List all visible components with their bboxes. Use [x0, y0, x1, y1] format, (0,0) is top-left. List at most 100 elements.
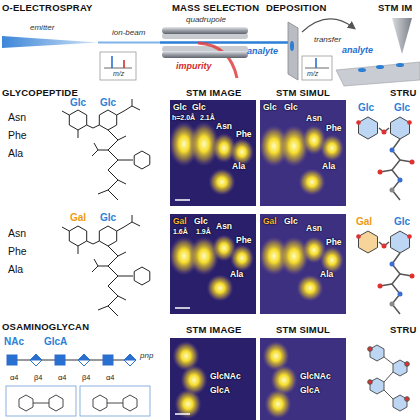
panel-label: 1.6Å	[173, 228, 188, 236]
molecule-blob	[209, 169, 236, 196]
label-text: Gal	[356, 216, 372, 227]
molecule-blob	[320, 135, 344, 162]
sugar-ring-structure	[356, 117, 412, 253]
molecule-blob	[299, 169, 326, 196]
label-text: Glc	[100, 212, 116, 223]
panel-label: Gal	[263, 217, 277, 226]
label-text: O-ELECTROSPRAY	[2, 3, 93, 13]
stm-blobs	[260, 214, 346, 314]
panel-label: Phe	[326, 238, 342, 247]
label-text: Ala	[8, 148, 23, 160]
panel-label: Glc	[284, 217, 298, 226]
label-text: Gal	[70, 212, 86, 223]
stm-panel: GlcNAcGlcA	[170, 338, 256, 420]
label-text: Glc	[70, 97, 86, 108]
glycan-3d-structure	[368, 345, 410, 411]
quadrupole-symbol	[160, 27, 288, 78]
panel-label: Asn	[306, 224, 322, 233]
panel-label: GlcNAc	[300, 372, 331, 381]
panel-label: GlcA	[210, 386, 230, 395]
panel-label: Ala	[230, 270, 243, 279]
label-text: STRU	[390, 325, 417, 335]
label-text: MASS SELECTION	[172, 3, 259, 13]
panel-label: GlcNAc	[210, 372, 241, 381]
label-text: STM SIMUL	[276, 325, 330, 335]
panel-label: Glc	[192, 103, 206, 112]
panel-label: Phe	[236, 236, 252, 245]
panel-label: Ala	[232, 162, 245, 171]
panel-label: Ala	[320, 270, 333, 279]
label-text: GlcA	[44, 336, 67, 347]
electrospray-emitter	[2, 36, 160, 80]
label-text: Glc	[394, 102, 410, 113]
label-text: m/z	[307, 70, 318, 78]
panel-label: 2.1Å	[200, 114, 215, 122]
label-text: STM SIMUL	[276, 88, 330, 98]
label-text: β4	[34, 374, 43, 382]
label-text: Glc	[100, 97, 116, 108]
panel-label: GlcA	[300, 386, 320, 395]
label-text: analyte	[247, 47, 278, 57]
deposition-plate	[288, 22, 332, 80]
molecule-blob	[230, 245, 254, 272]
label-text: Ala	[8, 264, 23, 276]
panel-label: Glc	[173, 103, 187, 112]
label-text: STRU	[390, 88, 417, 98]
label-text: STM IMAGE	[186, 325, 242, 335]
stm-panel: Gal Glc 1.6Å 1.9Å AsnPheAla	[170, 214, 256, 314]
stm-blobs	[260, 100, 346, 206]
label-text: Glc	[358, 102, 374, 113]
glycopeptide-structure	[62, 99, 150, 200]
scale-bar	[175, 199, 190, 201]
label-text: DEPOSITION	[266, 3, 327, 13]
label-text: transfer	[314, 36, 341, 45]
label-text: STM IMAGE	[186, 88, 242, 98]
panel-label: Phe	[326, 124, 342, 133]
panel-label: Glc	[284, 103, 298, 112]
transfer-arrow	[302, 19, 354, 32]
stm-panel: Glc Glc h=2.0Å 2.1ÅAsnPheAla	[170, 100, 256, 206]
label-text: NAc	[4, 336, 24, 347]
panel-label: 1.9Å	[196, 228, 211, 236]
panel-label: Phe	[236, 130, 252, 139]
panel-label: Glc	[194, 217, 208, 226]
label-text: pnp	[140, 352, 153, 361]
panel-label: Gal	[173, 217, 187, 226]
stm-panel: GlcNAcGlcA	[260, 338, 346, 420]
scale-bar	[175, 307, 190, 309]
panel-label: Asn	[216, 222, 232, 231]
stm-panel: Gal GlcAsnPheAla	[260, 214, 346, 314]
label-text: Glc	[394, 216, 410, 227]
label-text: β4	[82, 374, 91, 382]
label-text: α4	[58, 374, 67, 382]
glycan-chain	[7, 354, 136, 366]
stm-setup	[336, 18, 420, 86]
label-text: STM IM	[378, 3, 412, 13]
label-text: GLYCOPEPTIDE	[2, 88, 78, 98]
panel-label: Glc	[263, 103, 277, 112]
panel-label: Asn	[216, 122, 232, 131]
glycopeptide-structure	[62, 215, 150, 316]
molecule-blob	[297, 275, 324, 302]
label-text: Asn	[8, 228, 26, 240]
label-text: impurity	[176, 62, 212, 72]
scale-bar	[175, 413, 190, 415]
panel-label: Asn	[306, 114, 322, 123]
label-text: Phe	[8, 246, 27, 258]
label-text: α4	[10, 374, 19, 382]
panel-label: Ala	[322, 162, 335, 171]
panel-label: h=2.0Å	[172, 114, 195, 122]
label-text: m/z	[113, 70, 124, 78]
molecule-blob	[265, 389, 292, 419]
label-text: quadrupole	[186, 16, 226, 25]
molecule-blob	[175, 389, 202, 419]
label-text: Asn	[8, 112, 26, 124]
label-text: emitter	[30, 24, 54, 33]
molecule-blob	[207, 275, 234, 302]
label-text: Phe	[8, 130, 27, 142]
label-text: α4	[106, 374, 115, 382]
label-text: ion-beam	[112, 29, 145, 38]
stm-panel: Glc GlcAsnPheAla	[260, 100, 346, 206]
glycan-structure	[6, 386, 150, 416]
label-text: OSAMINOGLYCAN	[2, 322, 89, 332]
